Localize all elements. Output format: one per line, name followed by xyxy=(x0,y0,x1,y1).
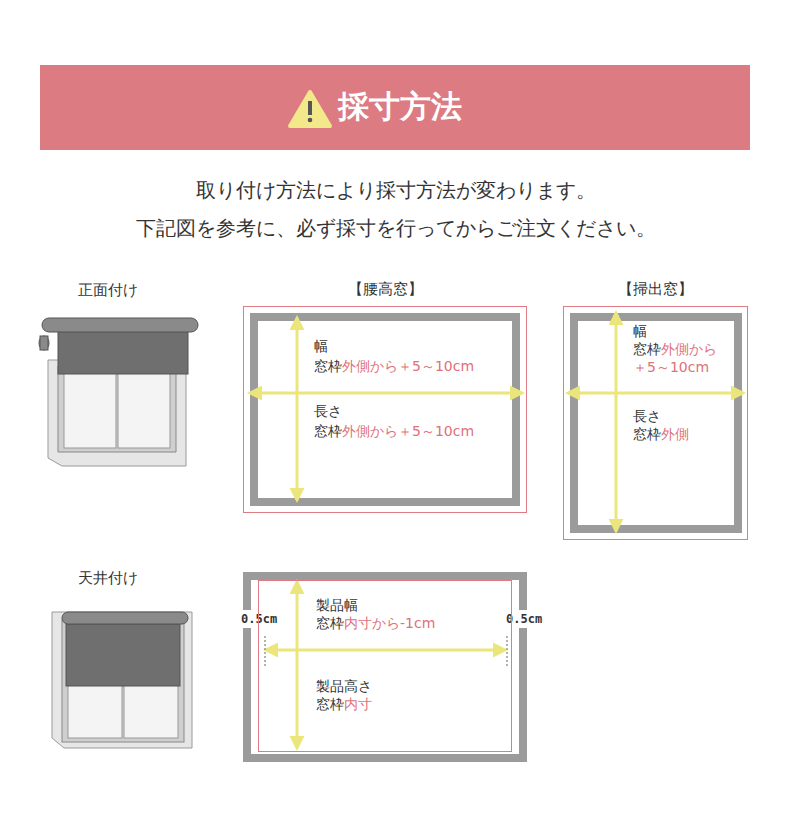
text-line: 幅 xyxy=(314,337,328,355)
measure-text: 外側から＋5～10cm xyxy=(342,358,474,374)
measure-text: 窓枠 xyxy=(316,615,344,631)
measure-text: 窓枠 xyxy=(314,358,342,374)
text-line: 窓枠外側から＋5～10cm xyxy=(314,422,474,440)
window-heading: 【掃出窓】 xyxy=(564,280,747,298)
label: 正面付け xyxy=(78,281,138,299)
gap-dimension: 0.5cm xyxy=(240,610,278,628)
gap-markers xyxy=(265,636,507,668)
measure-text: 長さ xyxy=(314,403,342,419)
warning-icon xyxy=(290,92,330,126)
window-frame xyxy=(247,576,523,758)
front-mount-illustration xyxy=(39,318,198,466)
measure-arrows xyxy=(250,313,743,748)
window-frame xyxy=(574,317,738,529)
measure-text: 窓枠 xyxy=(633,341,661,357)
text-line: 窓枠内寸から-1cm xyxy=(316,614,435,632)
text-line: 長さ xyxy=(314,402,342,420)
measure-text: 幅 xyxy=(633,323,647,339)
window-diagram: 製品幅窓枠内寸から-1cm製品高さ窓枠内寸 xyxy=(258,580,512,752)
measure-text: 外側から＋5～10cm xyxy=(342,423,474,439)
title: 採寸方法 xyxy=(338,86,462,126)
label: 下記図を参考に、必ず採寸を行ってからご注文ください。 xyxy=(0,214,791,242)
gap-dimension: 0.5cm xyxy=(505,610,543,628)
measure-text: 窓枠 xyxy=(633,426,661,442)
text-line: 製品高さ xyxy=(316,677,372,695)
measure-text: 製品高さ xyxy=(316,678,372,694)
window-heading: 【腰高窓】 xyxy=(244,280,526,298)
text-line: 窓枠内寸 xyxy=(316,695,372,713)
window-diagram: 【掃出窓】幅窓枠外側から ＋5～10cm長さ窓枠外側 xyxy=(563,306,748,540)
text-line: 窓枠外側 xyxy=(633,425,689,443)
measure-text: 製品幅 xyxy=(316,597,358,613)
measure-text: 幅 xyxy=(314,338,328,354)
measure-text: 内寸から-1cm xyxy=(344,615,435,631)
text-line: 窓枠外側から＋5～10cm xyxy=(314,357,474,375)
window-frame xyxy=(254,317,516,502)
text-line: 幅 xyxy=(633,322,647,340)
measure-text: 外側 xyxy=(661,426,689,442)
ceiling-mount-illustration xyxy=(52,612,192,748)
measure-text: 窓枠 xyxy=(314,423,342,439)
text-line: 製品幅 xyxy=(316,596,358,614)
label: 天井付け xyxy=(78,569,138,587)
measure-text: 長さ xyxy=(633,408,661,424)
window-diagram: 【腰高窓】幅窓枠外側から＋5～10cm長さ窓枠外側から＋5～10cm xyxy=(243,306,527,513)
measure-text: 内寸 xyxy=(344,696,372,712)
measure-text: 窓枠 xyxy=(316,696,344,712)
label: 取り付け方法により採寸方法が変わります。 xyxy=(0,176,791,204)
text-line: 長さ xyxy=(633,407,661,425)
text-line: 窓枠外側から ＋5～10cm xyxy=(633,340,733,376)
